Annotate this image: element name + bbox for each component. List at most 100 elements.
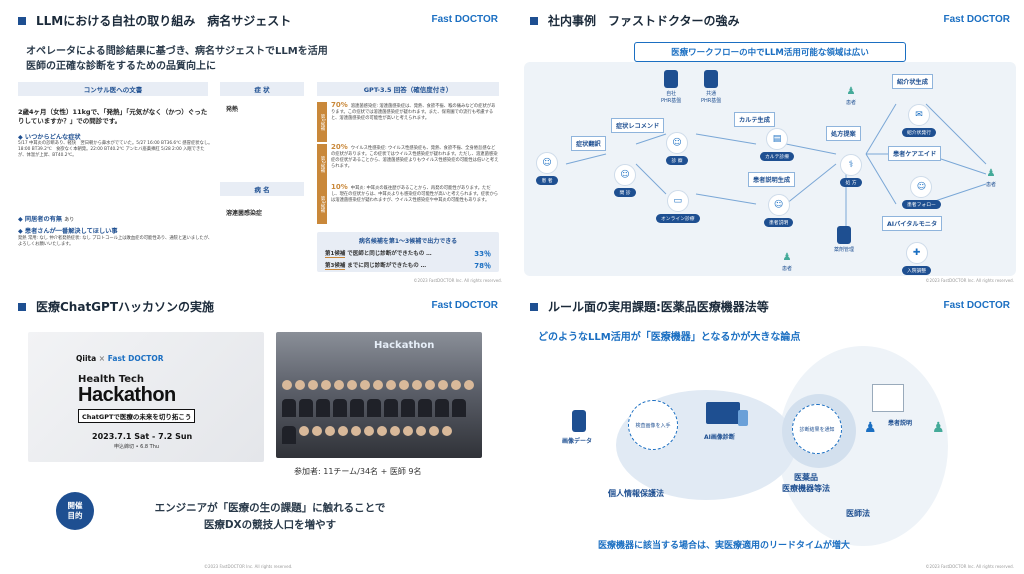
candidate-pct: 70% bbox=[331, 101, 348, 109]
copyright: ©2023 FastDOCTOR Inc. All rights reserve… bbox=[925, 278, 1014, 283]
db-label: 共通 PHR基盤 bbox=[701, 91, 722, 104]
label-symptom-translate: 症状翻訳 bbox=[571, 136, 606, 151]
gpt-candidate-3: 第3候補 10%中耳炎: 中耳炎の既往歴があることから、再発の可能性があります。… bbox=[317, 184, 499, 226]
accuracy-pct: 78％ bbox=[474, 262, 491, 270]
purpose-badge: 開催 目的 bbox=[56, 492, 94, 530]
purpose-line-2: 医療DXの競技人口を増やす bbox=[203, 519, 337, 531]
person-icon: ☺ bbox=[910, 176, 933, 198]
slide-title: 医療ChatGPTハッカソンの実施 bbox=[18, 298, 214, 315]
candidate-tag: 第1候補 bbox=[317, 102, 327, 142]
copyright: ©2023 FastDOCTOR Inc. All rights reserve… bbox=[925, 564, 1014, 569]
person-icon: ♟ bbox=[782, 252, 792, 263]
purpose-text: エンジニアが「医療の生の課題」に触れることで 医療DXの競技人口を増やす bbox=[110, 500, 430, 534]
brand-logo: Fast DOCTOR bbox=[943, 300, 1011, 311]
accuracy-desc: で医師と同じ診断ができたもの … bbox=[347, 251, 432, 257]
brand-logo: Fast DOCTOR bbox=[431, 14, 499, 25]
consult-header: コンサル医への文書 bbox=[18, 82, 208, 96]
node-pill: 診 察 bbox=[666, 156, 688, 165]
db-own-phr: 自社 PHR基盤 bbox=[661, 70, 681, 104]
section-family: ◆ 同居者の有無 あり bbox=[18, 216, 75, 223]
db-common-phr: 共通 PHR基盤 bbox=[701, 70, 721, 104]
node-explanation: ☺患者説明 bbox=[764, 194, 794, 227]
poster-deadline: 申込締切 • 6.8 Thu bbox=[114, 444, 160, 450]
participants-count: 参加者: 11チーム/34名 + 医師 9名 bbox=[294, 467, 422, 476]
node-patient-end: ♟患者 bbox=[986, 168, 996, 188]
slide-title-text: 医療ChatGPTハッカソンの実施 bbox=[36, 300, 215, 314]
photo-crowd bbox=[282, 380, 476, 450]
hospital-icon: ✚ bbox=[905, 242, 928, 264]
label-prescription-suggest: 処方提案 bbox=[826, 126, 861, 141]
node-followup: ☺患者フォロー bbox=[902, 176, 941, 209]
regulation-question: どのようなLLM活用が「医療機器」となるかが大きな論点 bbox=[538, 332, 801, 343]
workflow-background bbox=[524, 62, 1016, 276]
node-admission: ✚ 入院調整 bbox=[902, 242, 932, 275]
gpt-header: GPT-3.5 回答（確信度付き） bbox=[317, 82, 499, 96]
label-patient-explanation: 患者説明生成 bbox=[748, 172, 796, 187]
get-image-circle: 検査画像を入手 bbox=[628, 400, 678, 450]
poster-header: Qiita × Fast DOCTOR bbox=[76, 354, 164, 363]
candidate-body: 中耳炎: 中耳炎の既往歴があることから、再発の可能性があります。ただし、現在の症… bbox=[331, 186, 499, 203]
node-pill: 患者説明 bbox=[764, 218, 794, 227]
section-family-label: 同居者の有無 bbox=[24, 216, 63, 223]
poster-date: 2023.7.1 Sat - 7.2 Sun bbox=[92, 432, 193, 441]
node-label: 薬剤管理 bbox=[834, 247, 855, 253]
copyright: ©2023 FastDOCTOR Inc. All rights reserve… bbox=[413, 278, 502, 283]
label-referral-letter: 紹介状生成 bbox=[892, 74, 933, 89]
photo-banner: Hackathon bbox=[374, 340, 435, 351]
doctors-act-label: 医師法 bbox=[846, 509, 870, 518]
monitor-icon: ▭ bbox=[666, 190, 689, 212]
doctor-icon: ♟ bbox=[864, 420, 877, 436]
workflow-arrows bbox=[565, 103, 987, 234]
node-chart: ▤カルテ診療 bbox=[760, 128, 794, 161]
database-icon bbox=[572, 410, 586, 432]
image-data-label: 画像データ bbox=[562, 438, 593, 445]
fastdoctor-logo: Fast DOCTOR bbox=[107, 354, 164, 363]
ai-diagnosis-label: AI画像診断 bbox=[704, 434, 735, 441]
person-icon: ♟ bbox=[846, 86, 856, 97]
title-marker bbox=[530, 302, 538, 311]
accuracy-pct: 33％ bbox=[474, 250, 491, 258]
disease-header: 病 名 bbox=[220, 182, 304, 196]
node-label: 患者 bbox=[782, 266, 793, 272]
subtitle-line-1: オペレータによる問診結果に基づき、病名サジェストでLLMを活用 bbox=[26, 46, 328, 57]
section-wish-label: 患者さんが一番解決してほしい事 bbox=[24, 228, 118, 235]
poster-subtitle: Health Tech bbox=[78, 374, 145, 385]
slide-title-text: 社内事例 ファストドクターの強み bbox=[548, 14, 740, 28]
chart-icon: ▤ bbox=[766, 128, 788, 150]
laptop-icon bbox=[706, 402, 740, 424]
slide-regulation: ルール面の実用課題:医薬品医療機器法等 Fast DOCTOR どのようなLLM… bbox=[516, 290, 1024, 573]
hackathon-poster: Qiita × Fast DOCTOR Health Tech Hackatho… bbox=[28, 332, 264, 462]
poster-title: Hackathon bbox=[78, 384, 176, 406]
patient-icon: ♟ bbox=[932, 420, 945, 436]
doctor-icon: ☺ bbox=[614, 164, 636, 186]
poster-tagline: ChatGPTで医療の未来を切り拓こう bbox=[78, 409, 196, 423]
case-title: 2歳4ヶ月（女性）11kgで、「発熱」「元気がなく（かつ）ぐったりしていますか？… bbox=[18, 108, 208, 125]
node-pill: オンライン診療 bbox=[656, 214, 700, 223]
pmd-act-label: 医薬品 医療機器等法 bbox=[782, 473, 830, 493]
person-icon: ☺ bbox=[536, 152, 558, 174]
gpt-candidate-1: 第1候補 70%溶連菌感染症: 溶連菌感染症は、発熱、食欲不振、喉の痛みなどの症… bbox=[317, 102, 499, 144]
node-prescription: ⚕処 方 bbox=[840, 154, 862, 187]
candidate-body: 溶連菌感染症: 溶連菌感染症は、発熱、食欲不振、喉の痛みなどの症状があります。こ… bbox=[331, 104, 496, 121]
node-pill: 入院調整 bbox=[902, 266, 932, 275]
title-marker bbox=[530, 16, 538, 25]
accuracy-box-title: 病名候補を第1〜3候補で出力できる bbox=[358, 238, 458, 245]
node-online: ▭ オンライン診療 bbox=[656, 190, 700, 223]
wish-text: 発熱 常用: なし 仲介者発熱症状: なし プロトコール上は敗血症の可能性あり、… bbox=[18, 236, 213, 247]
title-marker bbox=[18, 16, 26, 25]
candidate-text: 70%溶連菌感染症: 溶連菌感染症は、発熱、食欲不振、喉の痛みなどの症状がありま… bbox=[331, 102, 499, 122]
slide-llm-diagnosis: LLMにおける自社の取り組み 病名サジェスト Fast DOCTOR オペレータ… bbox=[4, 4, 512, 287]
node-interview: ☺問 診 bbox=[614, 164, 636, 197]
database-icon bbox=[704, 70, 719, 88]
brand-logo: Fast DOCTOR bbox=[943, 14, 1011, 25]
group-photo: Hackathon bbox=[276, 332, 482, 458]
accuracy-line-1: 第1候補 で医師と同じ診断ができたもの …33％ bbox=[325, 249, 491, 259]
patient-explanation-label: 患者説明 bbox=[888, 420, 913, 427]
family-value: あり bbox=[64, 217, 75, 223]
node-patient-top: ♟患者 bbox=[846, 86, 856, 106]
slide-title: LLMにおける自社の取り組み 病名サジェスト bbox=[18, 12, 291, 29]
database-icon bbox=[664, 70, 679, 88]
cross-mark: × bbox=[98, 354, 106, 363]
candidate-pct: 10% bbox=[331, 183, 348, 191]
purpose-line-1: エンジニアが「医療の生の課題」に触れることで bbox=[154, 502, 386, 514]
